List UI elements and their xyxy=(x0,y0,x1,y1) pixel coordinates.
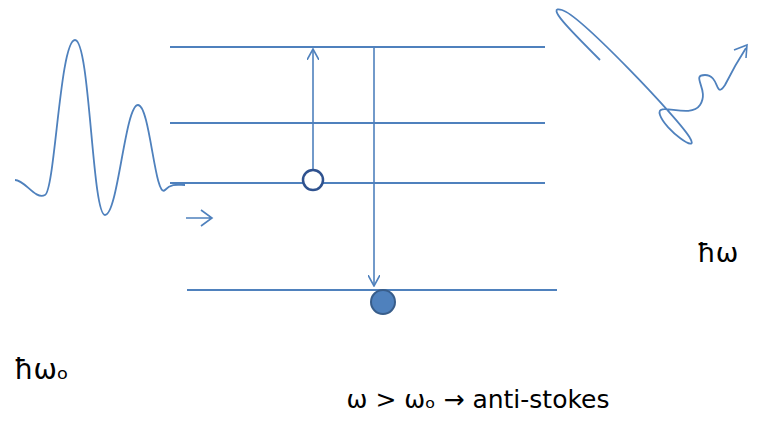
incoming-arrow xyxy=(186,210,212,226)
initial-state-hole xyxy=(303,170,323,190)
outgoing-arrow xyxy=(734,45,747,58)
energy-level xyxy=(170,182,545,184)
energy-level xyxy=(187,289,557,291)
energy-level xyxy=(170,122,545,124)
excitation-arrow xyxy=(312,49,314,170)
photon-energy-label: ħωₒ xyxy=(14,355,68,386)
incoming-wave xyxy=(15,40,185,215)
condition-caption: ω > ωₒ → anti-stokes xyxy=(347,386,610,414)
final-state-electron xyxy=(371,290,395,314)
emission-arrow xyxy=(373,47,375,286)
photon-energy-label: ħω xyxy=(697,238,738,268)
outgoing-wave xyxy=(556,9,746,143)
energy-level xyxy=(170,46,545,48)
